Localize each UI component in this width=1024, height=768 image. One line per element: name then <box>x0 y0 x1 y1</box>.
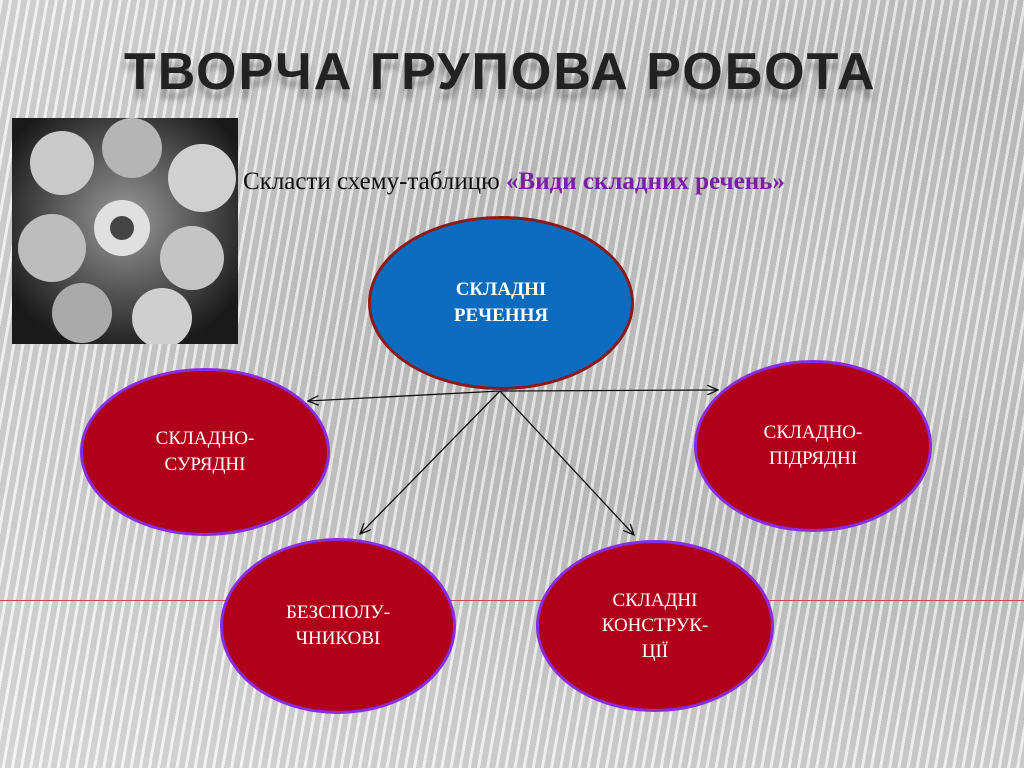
task-text-accent: «Види складних речень» <box>506 168 785 195</box>
slide-title: ТВОРЧА ГРУПОВА РОБОТА <box>124 43 877 101</box>
decorative-line <box>0 600 1024 601</box>
asyndetic-sentences-node: БЕЗСПОЛУ- ЧНИКОВІ <box>220 538 456 714</box>
root-node: СКЛАДНІ РЕЧЕННЯ <box>368 216 634 390</box>
children-photo-image <box>12 118 238 344</box>
compound-sentences-node: СКЛАДНО- СУРЯДНІ <box>80 368 330 536</box>
complex-sentences-label: СКЛАДНО- ПІДРЯДНІ <box>763 422 863 469</box>
arrow-to-asyndetic <box>360 390 501 534</box>
arrow-to-complex <box>499 390 718 391</box>
task-text-plain: Скласти схему-таблицю <box>243 168 507 195</box>
asyndetic-sentences-label: БЕЗСПОЛУ- ЧНИКОВІ <box>285 602 391 649</box>
arrow-to-compound <box>308 390 501 401</box>
arrow-to-constructions <box>499 390 634 535</box>
complex-sentences-node: СКЛАДНО- ПІДРЯДНІ <box>694 360 932 532</box>
complex-constructions-node: СКЛАДНІ КОНСТРУК- ЦІЇ <box>536 540 774 712</box>
children-photo <box>12 118 238 344</box>
compound-sentences-label: СКЛАДНО- СУРЯДНІ <box>155 428 255 475</box>
root-node-label: СКЛАДНІ РЕЧЕННЯ <box>453 279 549 326</box>
complex-constructions-label: СКЛАДНІ КОНСТРУК- ЦІЇ <box>601 589 709 662</box>
task-text: Скласти схему-таблицю «Види складних реч… <box>243 168 785 196</box>
